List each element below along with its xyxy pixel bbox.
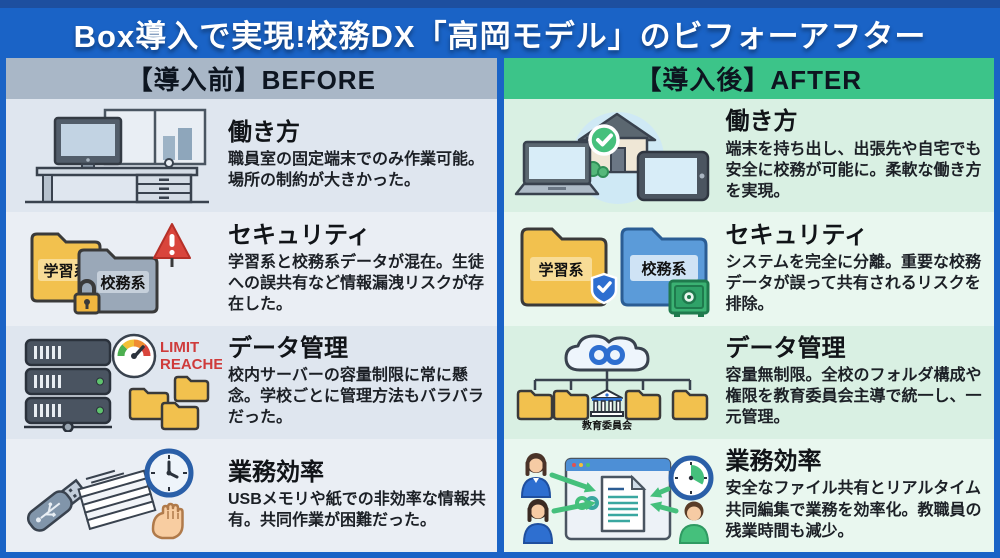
- separated-folders-icon: 学習系 校務系: [504, 219, 726, 319]
- row-description: 端末を持ち出し、出張先や自宅でも安全に校務が可能に。柔軟な働き方を実現。: [725, 140, 982, 200]
- row-description: 学習系と校務系データが混在。生徒への誤共有など情報漏洩リスクが存在した。: [228, 253, 485, 314]
- before-row-workstyle: 働き方 職員室の固定端末でのみ作業可能。場所の制約が大きかった。: [6, 99, 497, 213]
- after-rows: 働き方 端末を持ち出し、出張先や自宅でも安全に校務が可能に。柔軟な働き方を実現。…: [503, 99, 995, 552]
- laptop-home-tablet-icon: [504, 106, 726, 206]
- after-workstyle-text: 働き方 端末を持ち出し、出張先や自宅でも安全に校務が可能に。柔軟な働き方を実現。: [725, 108, 995, 202]
- row-description: 容量無制限。全校のフォルダ構成や権限を教育委員会主導で統一し、一元管理。: [725, 367, 982, 427]
- desk-computer-icon: [6, 106, 228, 206]
- before-rows: 働き方 職員室の固定端末でのみ作業可能。場所の制約が大きかった。 学習系: [6, 99, 497, 552]
- comparison-columns: 【導入前】BEFORE: [0, 58, 1000, 558]
- before-row-data: LIMIT REACHED データ管理 校内サーバーの容量制限に常に懸念。学校ご…: [6, 325, 497, 439]
- page-title: Box導入で実現!校務DX「高岡モデル」のビフォーアフター: [73, 18, 927, 54]
- row-description: 職員室の固定端末でのみ作業可能。場所の制約が大きかった。: [228, 151, 485, 190]
- after-column: 【導入後】AFTER: [503, 58, 995, 552]
- after-efficiency-text: 業務効率 安全なファイル共有とリアルタイム共同編集で業務を効率化。教職員の残業時…: [725, 448, 995, 542]
- after-row-efficiency: 業務効率 安全なファイル共有とリアルタイム共同編集で業務を効率化。教職員の残業時…: [503, 438, 995, 552]
- after-row-data: 教育委員会 データ管理 容量無制限。全校のフォルダ構成や権限を教育委員会主導で統…: [503, 325, 995, 439]
- before-data-text: データ管理 校内サーバーの容量制限に常に懸念。学校ごとに管理方法もバラバラだった…: [228, 334, 497, 429]
- row-heading: セキュリティ: [725, 221, 869, 249]
- row-heading: 働き方: [228, 118, 300, 146]
- after-header: 【導入後】AFTER: [503, 58, 994, 99]
- before-header: 【導入前】BEFORE: [6, 58, 497, 99]
- realtime-collaboration-icon: [504, 445, 726, 545]
- row-description: 安全なファイル共有とリアルタイム共同編集で業務を効率化。教職員の残業時間も減少。: [725, 480, 982, 540]
- row-heading: データ管理: [725, 334, 846, 362]
- row-heading: セキュリティ: [228, 221, 371, 249]
- after-row-security: 学習系 校務系: [503, 212, 995, 326]
- before-efficiency-text: 業務効率 USBメモリや紙での非効率な情報共有。共同作業が困難だった。: [228, 458, 497, 532]
- top-border: [0, 0, 1000, 8]
- title-band: Box導入で実現!校務DX「高岡モデル」のビフォーアフター: [0, 8, 1000, 58]
- svg-text:学習系: 学習系: [538, 261, 583, 279]
- svg-text:校務系: 校務系: [641, 260, 686, 278]
- before-row-security: 学習系 校務系: [6, 212, 497, 326]
- svg-text:校務系: 校務系: [100, 274, 145, 292]
- row-description: システムを完全に分離。重要な校務データが誤って共有されるリスクを排除。: [725, 253, 982, 314]
- row-heading: 業務効率: [725, 448, 822, 476]
- row-heading: 業務効率: [228, 458, 324, 486]
- row-heading: データ管理: [228, 334, 348, 362]
- before-security-text: セキュリティ 学習系と校務系データが混在。生徒への誤共有など情報漏洩リスクが存在…: [228, 221, 497, 316]
- mixed-folders-warning-icon: 学習系 校務系: [6, 219, 228, 319]
- svg-text:学習系: 学習系: [43, 262, 88, 280]
- before-workstyle-text: 働き方 職員室の固定端末でのみ作業可能。場所の制約が大きかった。: [228, 118, 497, 192]
- svg-text:REACHED: REACHED: [160, 356, 222, 373]
- row-description: USBメモリや紙での非効率な情報共有。共同作業が困難だった。: [228, 490, 486, 530]
- after-security-text: セキュリティ システムを完全に分離。重要な校務データが誤って共有されるリスクを排…: [725, 221, 995, 316]
- before-column: 【導入前】BEFORE: [6, 58, 497, 552]
- svg-text:教育委員会: 教育委員会: [581, 419, 632, 432]
- after-row-workstyle: 働き方 端末を持ち出し、出張先や自宅でも安全に校務が可能に。柔軟な働き方を実現。: [503, 99, 995, 213]
- svg-text:LIMIT: LIMIT: [160, 339, 199, 356]
- row-description: 校内サーバーの容量制限に常に懸念。学校ごとに管理方法もバラバラだった。: [228, 367, 484, 427]
- row-heading: 働き方: [725, 108, 798, 136]
- before-row-efficiency: 業務効率 USBメモリや紙での非効率な情報共有。共同作業が困難だった。: [6, 438, 497, 552]
- usb-paper-clock-icon: [6, 445, 228, 545]
- server-limit-icon: LIMIT REACHED: [6, 332, 228, 433]
- after-data-text: データ管理 容量無制限。全校のフォルダ構成や権限を教育委員会主導で統一し、一元管…: [725, 334, 995, 429]
- cloud-folder-tree-icon: 教育委員会: [504, 332, 726, 432]
